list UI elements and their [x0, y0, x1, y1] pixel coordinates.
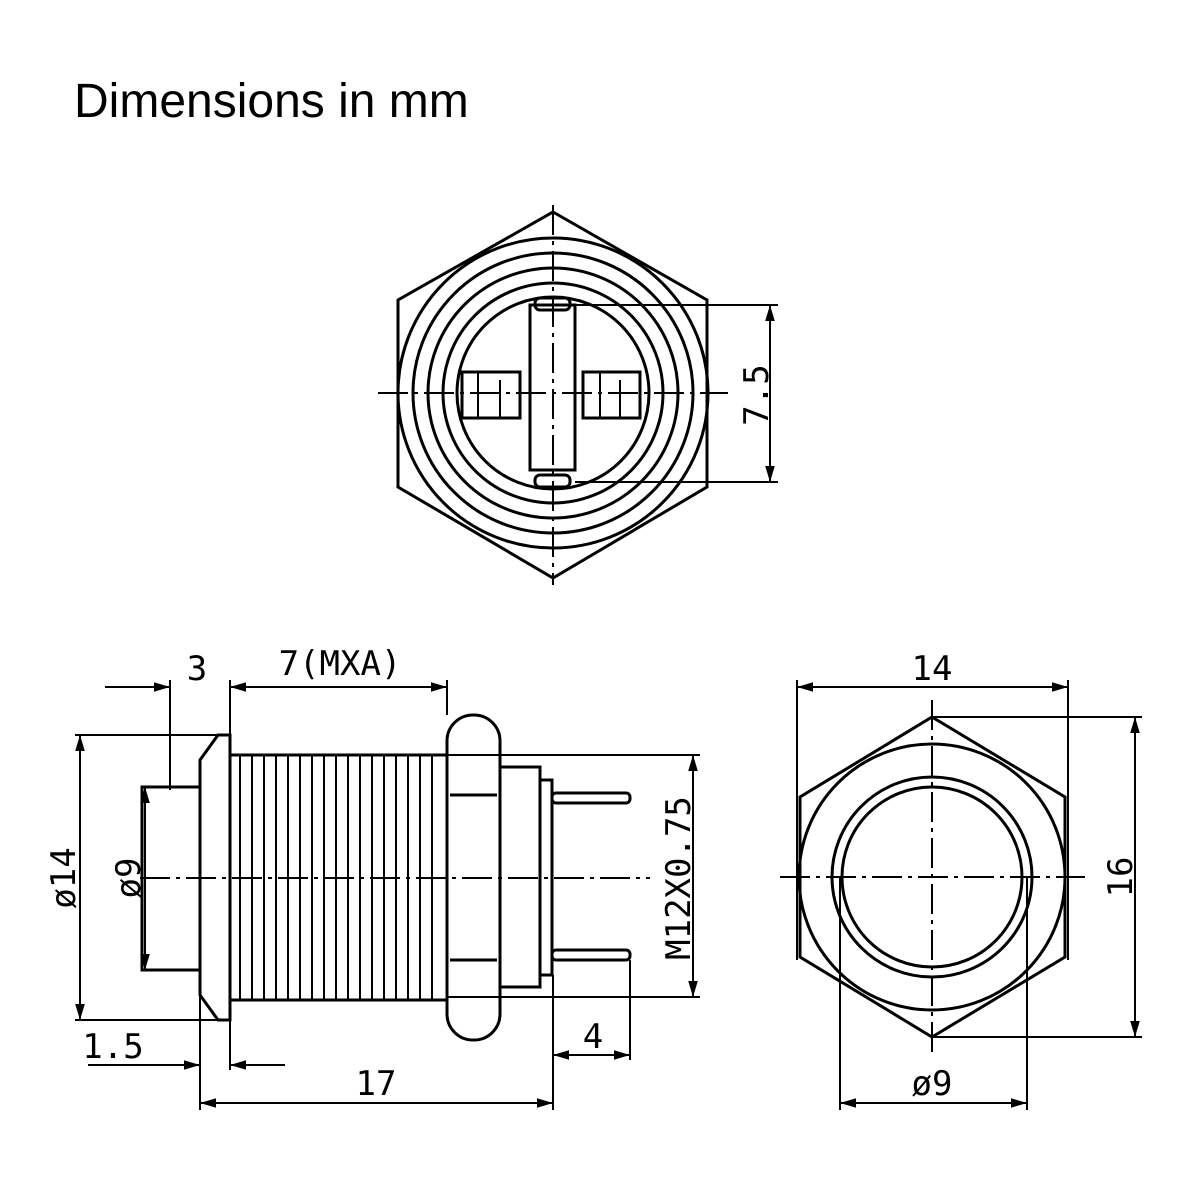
front-width-dim: 14 — [912, 649, 953, 689]
top-view: 7.5 — [378, 205, 778, 585]
drawing-title: Dimensions in mm — [74, 75, 469, 128]
top-height-dim: 7.5 — [737, 364, 777, 425]
pin-lower — [550, 948, 632, 962]
thread-dim: M12X0.75 — [659, 796, 699, 960]
flange-dim: 3 — [187, 649, 207, 689]
flange-diameter-dim: ø14 — [44, 847, 84, 908]
front-height-dim: 16 — [1101, 857, 1141, 898]
thread-length-dim: 7(MXA) — [279, 644, 402, 684]
left-terminal — [460, 370, 522, 420]
front-button-diameter-dim: ø9 — [912, 1064, 953, 1104]
button-diameter-dim: ø9 — [109, 858, 149, 899]
total-length-dim: 17 — [356, 1064, 397, 1104]
right-terminal — [581, 370, 642, 420]
pin-upper — [550, 791, 632, 805]
pin-length-dim: 4 — [583, 1017, 603, 1057]
bevel-dim: 1.5 — [82, 1027, 143, 1067]
side-view: 3 7(MXA) ø14 ø9 1.5 17 4 M12X0.75 — [44, 644, 700, 1110]
front-view: 14 16 ø9 — [780, 649, 1142, 1110]
